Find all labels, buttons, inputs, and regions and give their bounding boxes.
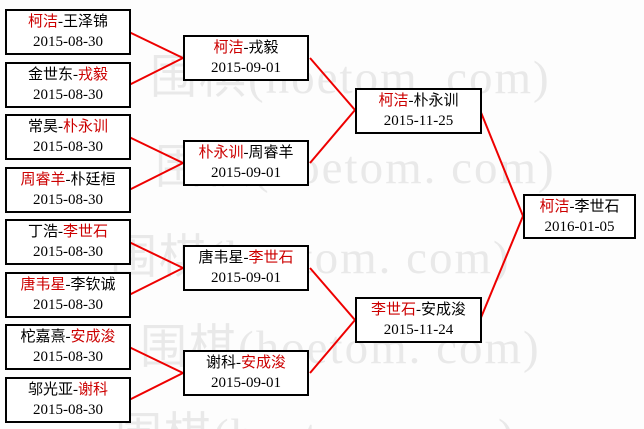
match-date: 2015-08-30: [33, 34, 103, 50]
winner-name: 李世石: [248, 250, 294, 266]
winner-name: 柯洁: [213, 40, 244, 56]
winner-name: 柯洁: [27, 14, 58, 30]
match-date: 2015-08-30: [33, 192, 103, 208]
match-box-final: 柯洁-李世石 2016-01-05: [523, 194, 636, 239]
match-title: 柁嘉熹-安成浚: [20, 329, 116, 345]
match-title: 谢科-安成浚: [205, 355, 286, 371]
match-box-r1-4: 周睿羊-朴廷桓 2015-08-30: [5, 167, 131, 213]
winner-name: 周睿羊: [20, 172, 66, 188]
winner-name: 柯洁: [378, 93, 409, 109]
match-box-r1-3: 常昊-朴永训 2015-08-30: [5, 114, 131, 160]
match-box-r1-1: 柯洁-王泽锦 2015-08-30: [5, 9, 131, 55]
match-date: 2015-09-01: [211, 60, 281, 76]
match-date: 2015-11-25: [383, 113, 454, 129]
match-date: 2016-01-05: [544, 218, 615, 235]
match-title: 柯洁-朴永训: [378, 93, 459, 109]
watermark-text: 围棋(hoetom. com): [115, 396, 516, 429]
match-box-r2-4: 谢科-安成浚 2015-09-01: [183, 350, 309, 396]
match-box-r3-1: 柯洁-朴永训 2015-11-25: [355, 88, 482, 134]
winner-name: 柯洁: [539, 198, 570, 215]
winner-name: 朴永训: [62, 119, 108, 135]
match-date: 2015-08-30: [33, 139, 103, 155]
match-box-r1-5: 丁浩-李世石 2015-08-30: [5, 219, 131, 265]
match-title: 朴永训-周睿羊: [198, 145, 294, 161]
match-date: 2015-08-30: [33, 87, 103, 103]
match-date: 2015-08-30: [33, 402, 103, 418]
winner-name: 安成浚: [70, 329, 116, 345]
match-box-r1-6: 唐韦星-李钦诚 2015-08-30: [5, 272, 131, 318]
match-title: 丁浩-李世石: [27, 224, 108, 240]
match-box-r1-8: 邬光亚-谢科 2015-08-30: [5, 377, 131, 423]
match-title: 李世石-安成浚: [370, 302, 466, 318]
match-title: 常昊-朴永训: [27, 119, 108, 135]
match-box-r1-2: 金世东-戎毅 2015-08-30: [5, 62, 131, 108]
match-title: 柯洁-李世石: [539, 198, 620, 215]
match-title: 周睿羊-朴廷桓: [20, 172, 116, 188]
match-date: 2015-11-24: [383, 322, 454, 338]
watermark-text: 围棋(hoetom. com): [110, 232, 511, 284]
winner-name: 李世石: [62, 224, 108, 240]
match-date: 2015-08-30: [33, 244, 103, 260]
match-date: 2015-09-01: [211, 165, 281, 181]
winner-name: 安成浚: [240, 355, 286, 371]
match-title: 邬光亚-谢科: [27, 382, 108, 398]
match-date: 2015-09-01: [211, 375, 281, 391]
match-box-r1-7: 柁嘉熹-安成浚 2015-08-30: [5, 324, 131, 370]
match-box-r2-2: 朴永训-周睿羊 2015-09-01: [183, 140, 309, 186]
winner-name: 唐韦星: [20, 277, 66, 293]
match-title: 柯洁-王泽锦: [27, 14, 108, 30]
match-date: 2015-08-30: [33, 297, 103, 313]
match-date: 2015-09-01: [211, 270, 281, 286]
match-title: 柯洁-戎毅: [213, 40, 279, 56]
match-title: 金世东-戎毅: [27, 67, 108, 83]
winner-name: 谢科: [77, 382, 108, 398]
match-title: 唐韦星-李世石: [198, 250, 294, 266]
match-box-r2-3: 唐韦星-李世石 2015-09-01: [183, 245, 309, 291]
match-title: 唐韦星-李钦诚: [20, 277, 116, 293]
winner-name: 朴永训: [198, 145, 244, 161]
winner-name: 戎毅: [77, 67, 108, 83]
match-date: 2015-08-30: [33, 349, 103, 365]
match-box-r2-1: 柯洁-戎毅 2015-09-01: [183, 35, 309, 81]
match-box-r3-2: 李世石-安成浚 2015-11-24: [355, 297, 482, 343]
winner-name: 李世石: [370, 302, 416, 318]
